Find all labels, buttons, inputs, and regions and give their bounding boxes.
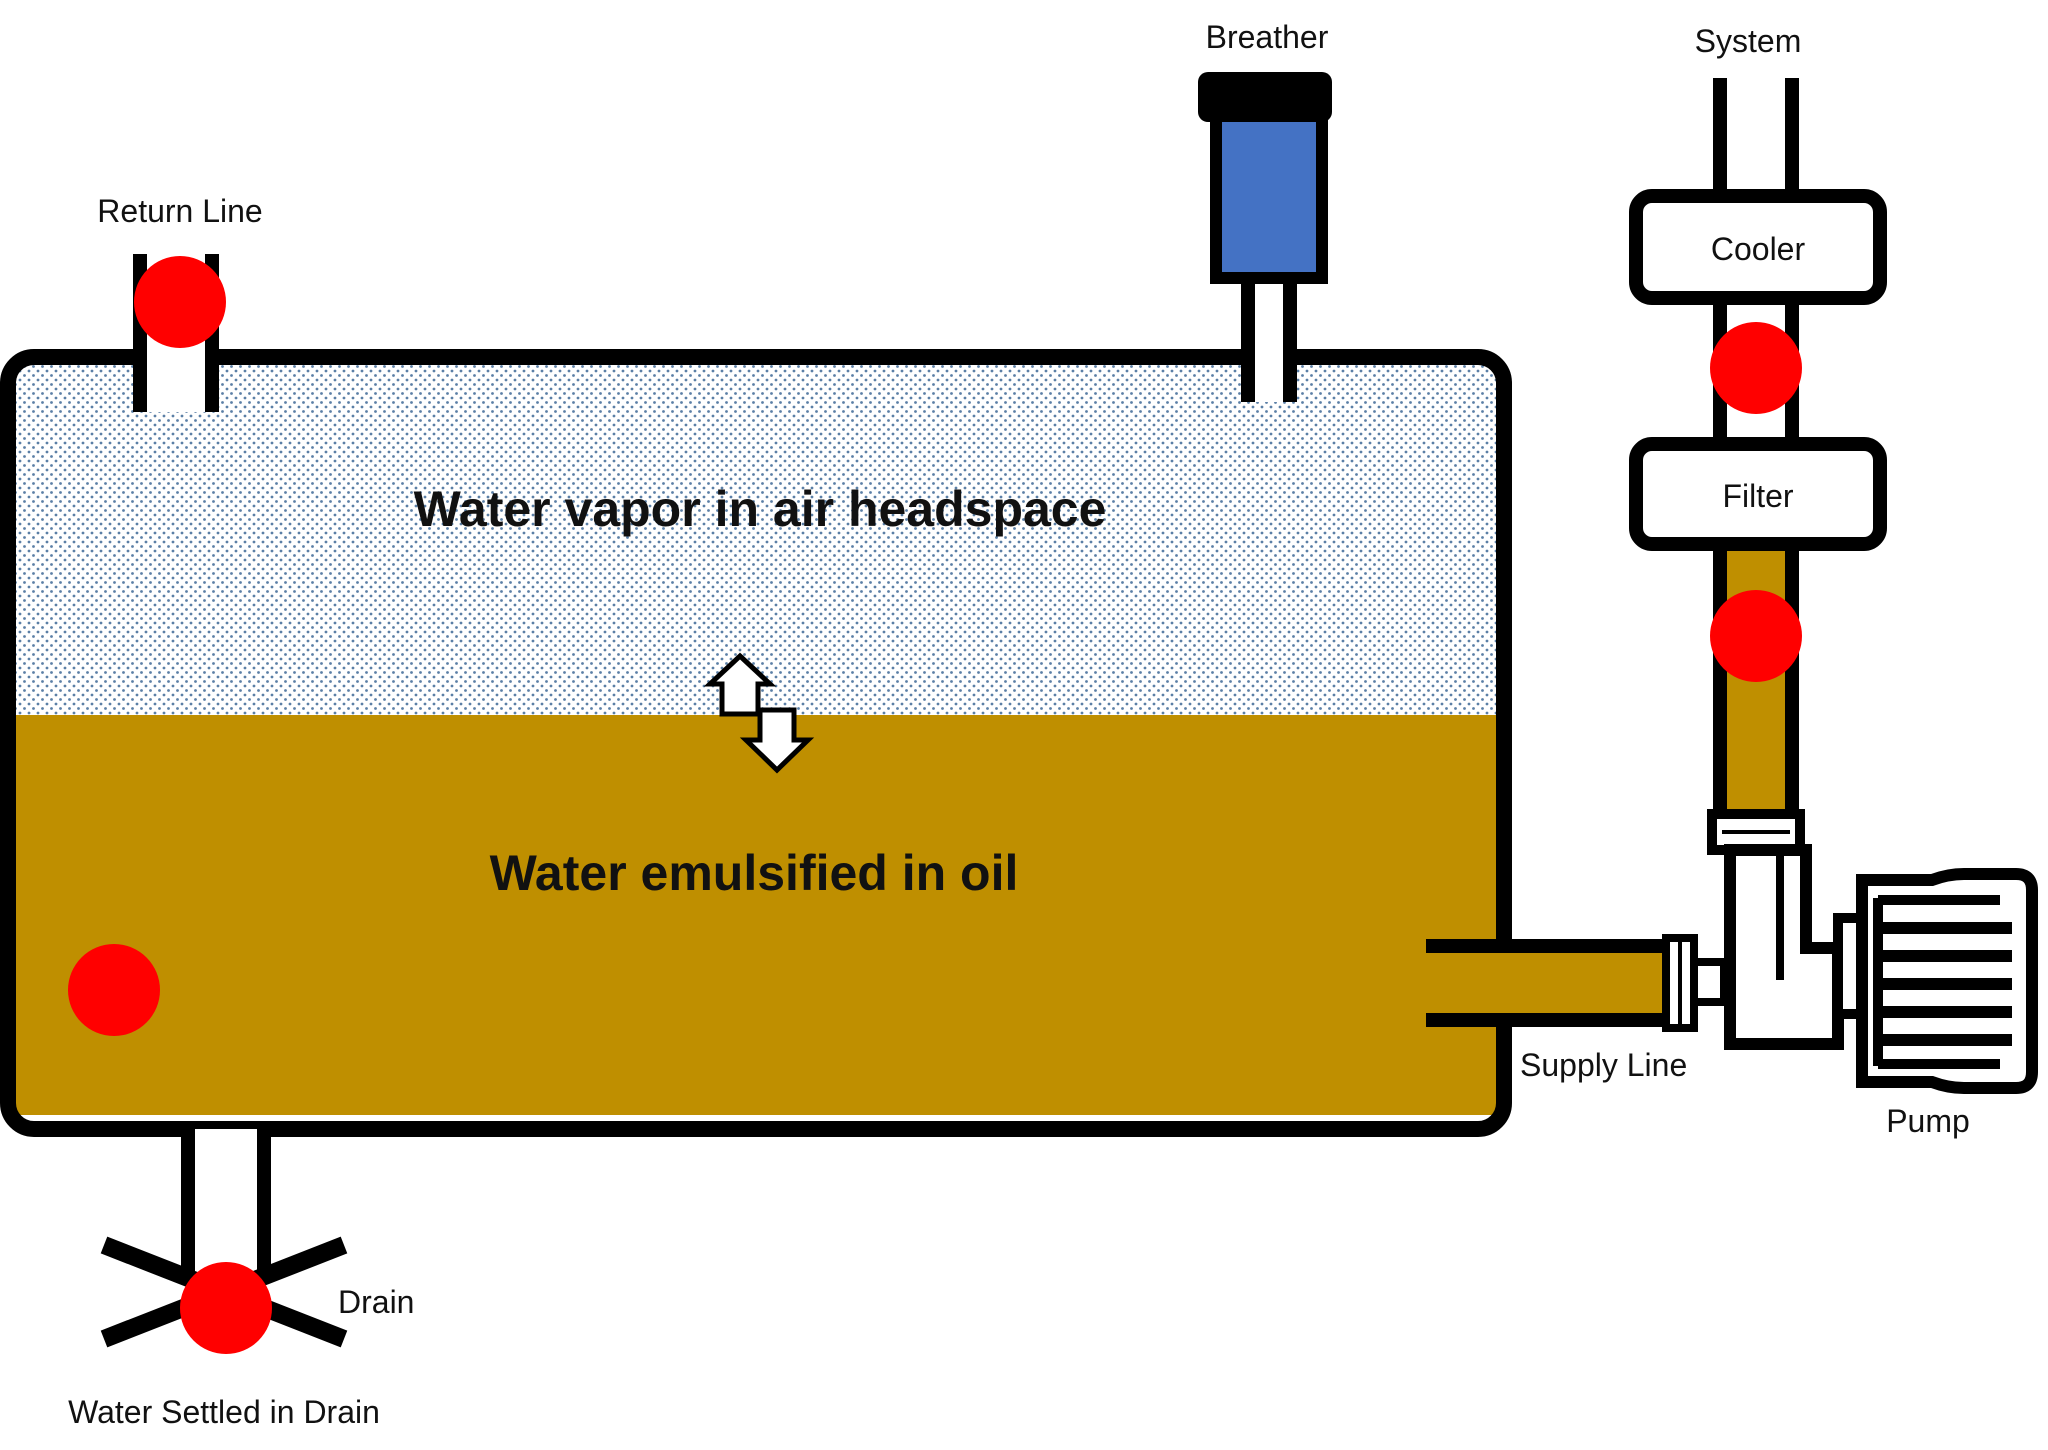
cooler-label: Cooler	[1711, 231, 1806, 267]
filter-outlet-sample-marker	[1710, 590, 1802, 682]
breather-element	[1210, 102, 1328, 284]
headspace-label: Water vapor in air headspace	[414, 481, 1107, 537]
tank-outline	[0, 349, 1512, 1137]
return-line-sample-marker	[134, 256, 226, 348]
breather-cap	[1198, 72, 1332, 122]
drain-label: Drain	[338, 1284, 414, 1320]
tank-bottom-sample-marker	[68, 944, 160, 1036]
system-label: System	[1695, 23, 1802, 59]
supply-line-label: Supply Line	[1520, 1047, 1687, 1083]
drain-water-label: Water Settled in Drain	[68, 1394, 380, 1430]
cooler-outlet-sample-marker	[1710, 322, 1802, 414]
breather	[1198, 72, 1332, 402]
down-arrow-icon	[739, 707, 815, 774]
oil-area	[14, 715, 1498, 1115]
sample-markers	[68, 256, 1802, 1354]
oil-label: Water emulsified in oil	[490, 845, 1019, 901]
up-arrow-icon	[703, 652, 777, 717]
filter-label: Filter	[1722, 478, 1793, 514]
pump	[1707, 809, 2038, 1094]
drain-pipe	[181, 1129, 271, 1279]
pump-label: Pump	[1886, 1103, 1970, 1139]
drain-sample-marker	[180, 1262, 272, 1354]
headspace-area	[14, 363, 1498, 715]
return-line-label: Return Line	[97, 193, 262, 229]
supply-line-pipe	[1426, 934, 1728, 1032]
cooler	[1629, 189, 1887, 305]
system-pipe-top	[1713, 78, 1799, 196]
reservoir-tank	[0, 349, 1512, 1137]
breather-label: Breather	[1206, 19, 1329, 55]
filter	[1629, 437, 1887, 551]
